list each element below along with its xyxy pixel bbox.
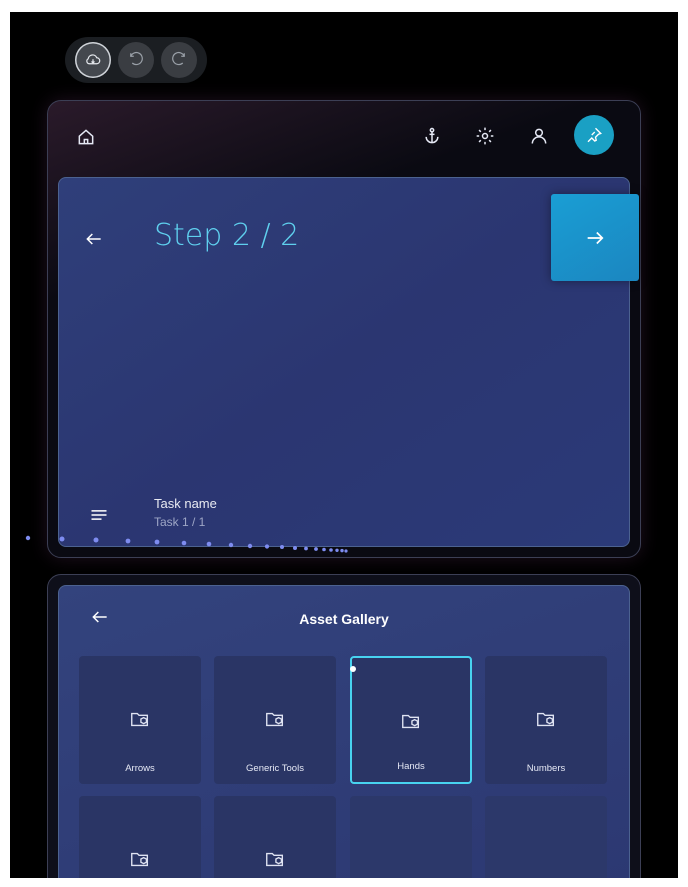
home-button[interactable]: [74, 125, 98, 149]
step-title: Step 2 / 2: [154, 218, 300, 253]
task-count: Task 1 / 1: [154, 515, 206, 529]
undo-button[interactable]: [117, 42, 154, 78]
tile-label: Generic Tools: [246, 763, 304, 774]
settings-button[interactable]: [472, 123, 498, 149]
floating-toolbar: [65, 37, 207, 83]
tile-label: Hands: [397, 761, 425, 772]
asset-tile-5[interactable]: [79, 796, 201, 878]
tile-label: Numbers: [526, 763, 566, 774]
cloud-sync-button[interactable]: [74, 42, 111, 78]
folder-cube-icon: [402, 714, 420, 729]
tile-label: Arrows: [125, 763, 155, 774]
anchor-icon: [425, 127, 439, 144]
anchor-button[interactable]: [419, 123, 445, 149]
redo-icon: [172, 52, 186, 66]
step-panel: Step 2 / 2 Task name Task 1 / 1: [47, 100, 641, 558]
asset-gallery-card: Asset Gallery Arrows Generic Tools Hands: [58, 585, 630, 878]
asset-tile-numbers[interactable]: Numbers: [485, 656, 607, 784]
asset-tile-7[interactable]: [350, 796, 472, 878]
asset-tile-6[interactable]: [214, 796, 336, 878]
canvas: Step 2 / 2 Task name Task 1 / 1: [10, 12, 678, 878]
next-step-button[interactable]: [551, 194, 639, 281]
undo-icon: [130, 52, 143, 66]
asset-gallery-panel: Asset Gallery Arrows Generic Tools Hands: [47, 574, 641, 878]
person-icon: [531, 128, 547, 144]
gear-icon: [476, 127, 494, 145]
arrow-left-icon: [92, 611, 107, 623]
connector-dots: [25, 535, 348, 553]
folder-cube-icon: [537, 712, 555, 727]
task-name: Task name: [154, 496, 217, 511]
asset-tile-8[interactable]: [485, 796, 607, 878]
redo-button[interactable]: [161, 42, 198, 78]
arrow-left-icon: [86, 233, 101, 245]
gallery-title: Asset Gallery: [299, 611, 389, 627]
cloud-sync-icon: [85, 54, 100, 65]
task-list-button[interactable]: [87, 503, 111, 527]
selection-handle: [350, 666, 356, 672]
pin-icon: [587, 127, 602, 143]
asset-tile-generic-tools[interactable]: Generic Tools: [214, 656, 336, 784]
asset-tile-arrows[interactable]: Arrows: [79, 656, 201, 784]
folder-cube-icon: [131, 712, 149, 727]
previous-step-button[interactable]: [81, 226, 107, 252]
step-content-card: Step 2 / 2 Task name Task 1 / 1: [58, 177, 630, 547]
profile-button[interactable]: [526, 123, 552, 149]
pin-button[interactable]: [574, 115, 614, 155]
folder-cube-icon: [266, 712, 284, 727]
asset-tile-hands[interactable]: Hands: [350, 656, 472, 784]
folder-cube-icon: [266, 852, 284, 867]
gallery-back-button[interactable]: [87, 604, 113, 630]
home-icon: [78, 129, 94, 145]
arrow-right-icon: [587, 231, 604, 244]
folder-cube-icon: [131, 852, 149, 867]
menu-lines-icon: [91, 510, 107, 520]
